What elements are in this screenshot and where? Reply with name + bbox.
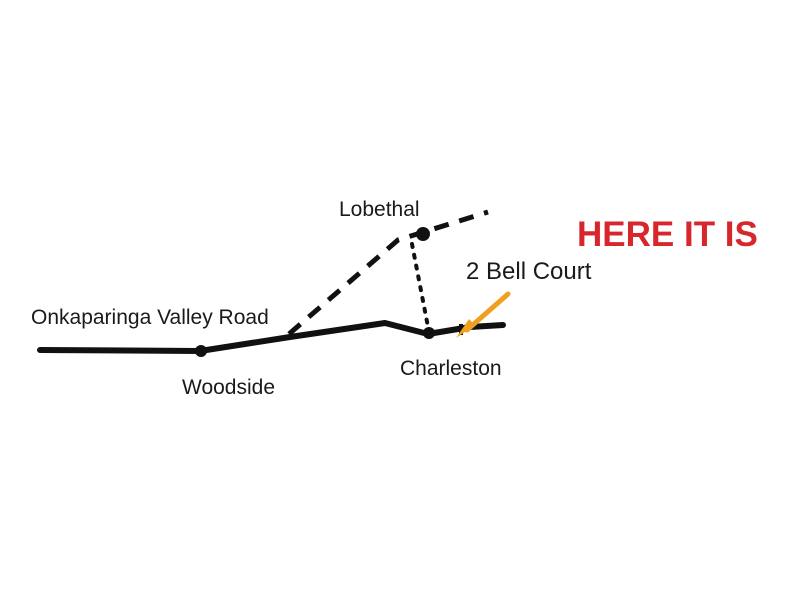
charleston-marker (423, 327, 435, 339)
woodside-marker (195, 345, 207, 357)
dotted-road-to-charleston (410, 242, 431, 334)
lobethal-label: Lobethal (339, 198, 420, 221)
here-it-is-headline: HERE IT IS (577, 215, 758, 254)
dashed-road-to-lobethal (287, 209, 489, 336)
pointer-arrowhead (456, 319, 475, 338)
lobethal-marker (416, 227, 430, 241)
address-label: 2 Bell Court (466, 258, 592, 285)
charleston-label: Charleston (400, 357, 502, 380)
main-road-label: Onkaparinga Valley Road (31, 306, 269, 329)
woodside-label: Woodside (182, 376, 275, 399)
